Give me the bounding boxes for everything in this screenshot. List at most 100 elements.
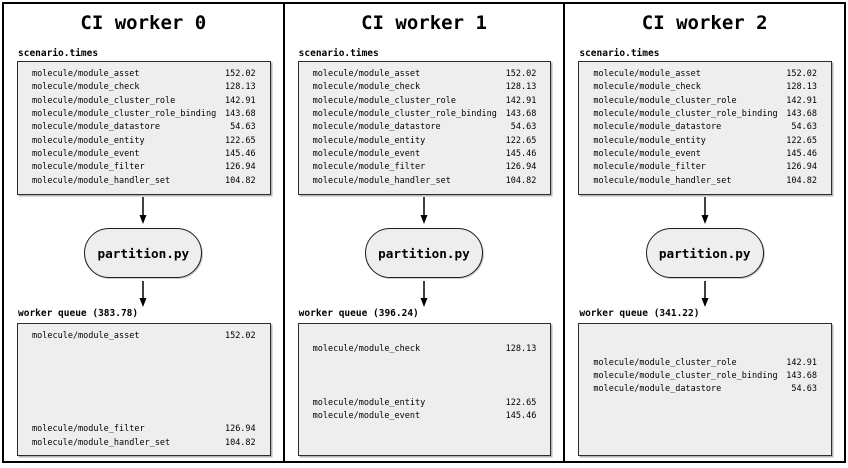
module-time: 128.13 [786, 82, 818, 93]
module-time: 122.65 [505, 135, 537, 146]
panel-title: CI worker 0 [80, 12, 207, 34]
module-name: molecule/module_entity [593, 135, 706, 146]
partition-node: partition.py [84, 228, 203, 278]
module-time: 54.63 [510, 122, 537, 133]
module-name: molecule/module_handler_set [593, 175, 732, 186]
scenario-row: molecule/module_filter 126.94 [313, 161, 537, 174]
scenario-row: molecule/module_cluster_role_binding 143.… [593, 108, 817, 121]
module-name: molecule/module_filter [312, 162, 426, 173]
module-time: 143.68 [505, 109, 537, 120]
queue-slot: molecule/module_filter 126.94 [32, 423, 256, 436]
queue-slot [593, 330, 817, 343]
module-name: molecule/module_filter [593, 162, 706, 173]
module-time: 152.02 [224, 69, 256, 79]
module-name: molecule/module_datastore [312, 122, 441, 133]
module-name: molecule/module_cluster_role [593, 357, 737, 368]
module-time: 126.94 [786, 162, 818, 173]
module-time: 152.02 [786, 69, 818, 79]
module-name: molecule/module_cluster_role_binding [32, 109, 217, 120]
module-name: molecule/module_event [593, 149, 701, 160]
scenario-row: molecule/module_entity 122.65 [313, 135, 537, 148]
module-name: molecule/module_entity [312, 135, 426, 146]
queue-slot [313, 357, 537, 370]
module-name: molecule/module_cluster_role_binding [593, 109, 778, 120]
scenario-row: molecule/module_filter 126.94 [32, 161, 256, 174]
scenario-row: molecule/module_datastore 54.63 [593, 121, 817, 134]
module-time: 104.82 [505, 175, 537, 186]
queue-slot [313, 423, 537, 436]
panel-title: CI worker 2 [641, 12, 768, 34]
module-name: molecule/module_cluster_role_binding [593, 371, 778, 382]
queue-slot [32, 343, 256, 356]
queue-slot [32, 383, 256, 396]
module-time: 128.13 [505, 82, 537, 93]
partition-label: partition.py [97, 245, 190, 261]
module-time: 126.94 [505, 162, 537, 173]
module-time: 54.63 [230, 122, 256, 133]
module-time: 145.46 [505, 411, 537, 422]
worker-queue-box: molecule/module_cluster_role 142.91 molec… [578, 323, 833, 456]
module-time: 143.68 [786, 371, 818, 382]
queue-slot [593, 423, 817, 436]
queue-slot: molecule/module_cluster_role 142.91 [593, 357, 817, 370]
queue-slot [593, 410, 817, 423]
module-name: molecule/module_entity [312, 397, 426, 408]
module-time: 54.63 [791, 122, 818, 133]
queue-slot [32, 410, 256, 423]
module-name: molecule/module_asset [32, 331, 140, 341]
down-arrow-icon [139, 197, 147, 224]
module-name: molecule/module_cluster_role_binding [312, 109, 497, 120]
worker-queue-label: worker queue (341.22) [579, 308, 700, 319]
module-time: 126.94 [224, 424, 256, 435]
module-time: 126.94 [224, 162, 256, 173]
partition-node: partition.py [365, 228, 483, 278]
scenario-row: molecule/module_filter 126.94 [593, 161, 817, 174]
queue-slot [313, 330, 537, 343]
module-name: molecule/module_filter [32, 162, 145, 173]
partition-node: partition.py [645, 228, 764, 278]
module-time: 142.91 [786, 95, 818, 106]
scenario-row: molecule/module_datastore 54.63 [313, 121, 537, 134]
module-time: 152.02 [505, 69, 537, 79]
scenario-times-label: scenario.times [298, 48, 379, 59]
module-time: 145.46 [786, 149, 818, 160]
scenario-row: molecule/module_datastore 54.63 [32, 121, 256, 134]
module-time: 122.65 [224, 135, 256, 146]
scenario-row: molecule/module_cluster_role_binding 143.… [313, 108, 537, 121]
module-time: 142.91 [224, 95, 256, 106]
scenario-times-label: scenario.times [18, 48, 99, 59]
queue-slot [593, 397, 817, 410]
down-arrow-icon [139, 281, 147, 307]
module-name: molecule/module_datastore [593, 122, 722, 133]
worker-panel-0: CI worker 0 scenario.times molecule/modu… [2, 2, 285, 463]
worker-queue-label: worker queue (383.78) [18, 308, 139, 319]
down-arrow-icon [701, 197, 709, 224]
module-time: 143.68 [786, 109, 818, 120]
queue-slot [32, 370, 256, 383]
module-name: molecule/module_cluster_role [32, 95, 176, 106]
partition-label: partition.py [658, 245, 751, 261]
module-name: molecule/module_datastore [32, 122, 160, 133]
module-name: molecule/module_handler_set [312, 175, 451, 186]
module-name: molecule/module_filter [32, 424, 145, 435]
module-name: molecule/module_datastore [593, 384, 722, 395]
module-time: 142.91 [786, 357, 818, 368]
